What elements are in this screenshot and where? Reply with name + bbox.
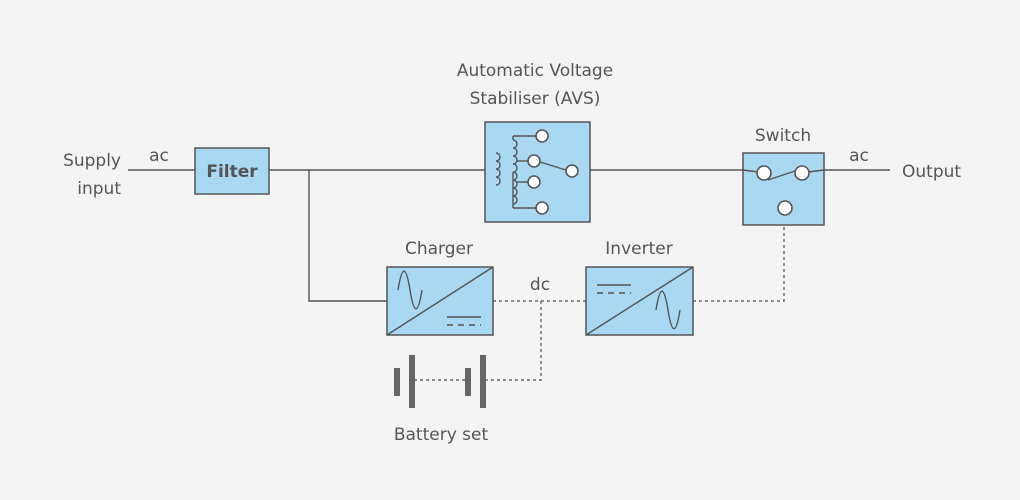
avs-block xyxy=(484,121,591,223)
dc-wiring xyxy=(414,225,785,381)
avs-output-node xyxy=(565,164,579,178)
switch-contact-bottom xyxy=(777,200,793,216)
avs-tap-4 xyxy=(535,201,549,215)
battery-set-label: Battery set xyxy=(394,425,489,445)
charger-block xyxy=(386,266,494,336)
main-wiring xyxy=(128,169,890,302)
supply-input-label: Supply xyxy=(63,151,121,171)
inverter-label: Inverter xyxy=(605,239,672,259)
avs-tap-2 xyxy=(527,154,541,168)
inverter-block xyxy=(585,266,694,336)
avs-tap-3 xyxy=(527,175,541,189)
switch-contact-left xyxy=(756,165,772,181)
coil-icon xyxy=(495,152,501,186)
filter-block: Filter xyxy=(194,147,270,195)
supply-input-label-2: input xyxy=(77,179,121,199)
switch-contact-right xyxy=(794,165,810,181)
switch-label: Switch xyxy=(755,126,811,146)
switch-block xyxy=(742,152,825,226)
ac-sine-icon xyxy=(655,290,681,330)
avs-tap-1 xyxy=(535,129,549,143)
battery-set-icon xyxy=(394,355,486,408)
ac-input-label: ac xyxy=(149,146,169,166)
dc-label: dc xyxy=(530,275,550,295)
output-label: Output xyxy=(902,162,961,182)
charger-label: Charger xyxy=(405,239,473,259)
ac-output-label: ac xyxy=(849,146,869,166)
avs-label: Automatic Voltage xyxy=(457,61,613,81)
filter-label: Filter xyxy=(206,162,258,182)
ac-sine-icon xyxy=(397,270,423,310)
avs-label-2: Stabiliser (AVS) xyxy=(470,89,601,109)
